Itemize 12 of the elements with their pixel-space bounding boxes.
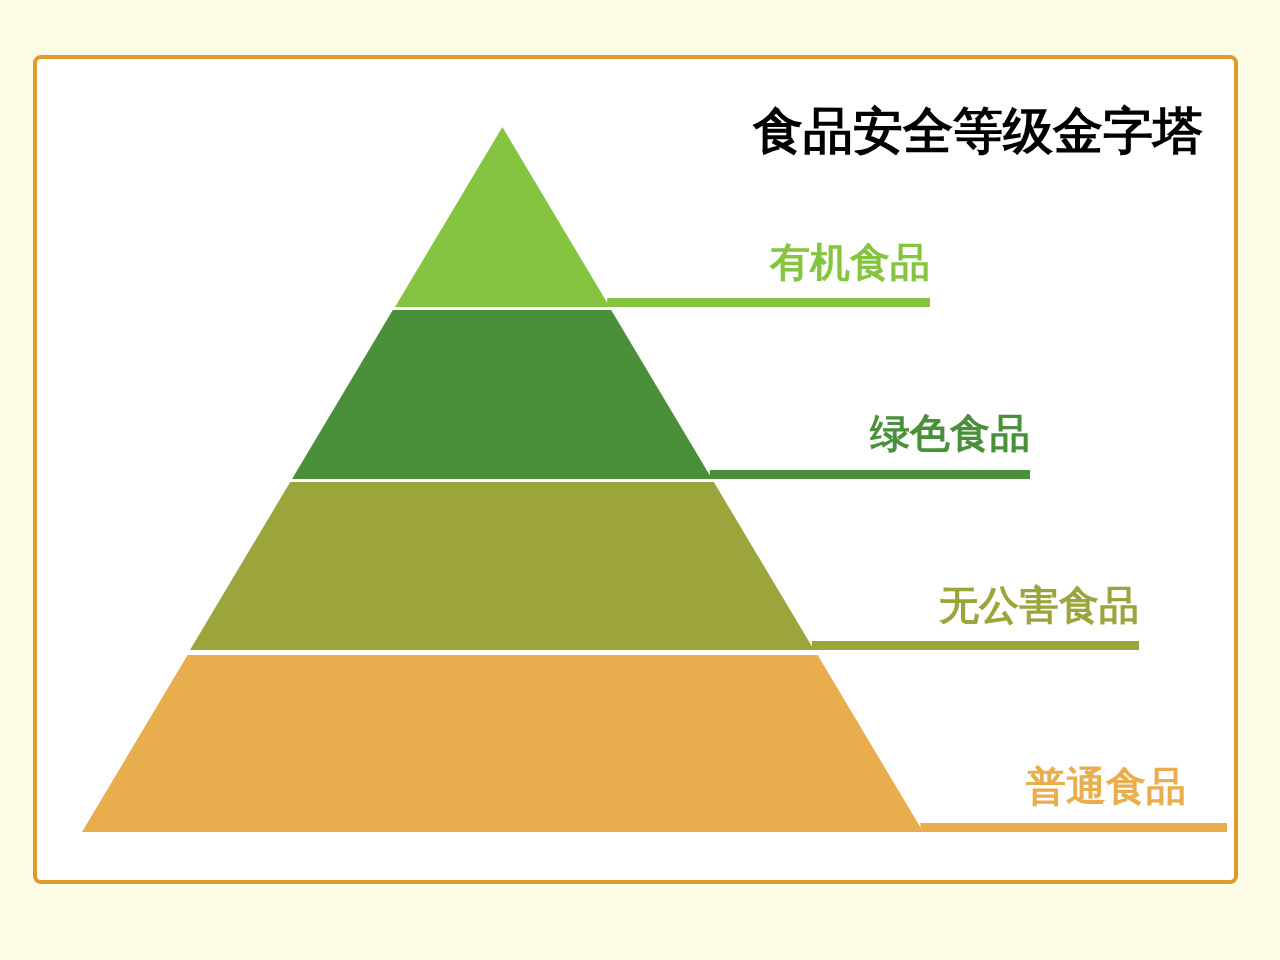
leader-line xyxy=(607,298,930,307)
pyramid-tier xyxy=(292,310,713,479)
tier-label: 有机食品 xyxy=(770,240,930,284)
leader-line xyxy=(709,470,1030,479)
tier-label: 无公害食品 xyxy=(939,583,1139,627)
diagram-title: 食品安全等级金字塔 xyxy=(753,103,1203,159)
leader-line xyxy=(811,641,1139,650)
pyramid-tier xyxy=(395,127,610,307)
leader-line xyxy=(920,823,1227,832)
tier-label: 绿色食品 xyxy=(870,411,1030,455)
pyramid-tier xyxy=(190,482,815,650)
tier-label: 普通食品 xyxy=(1026,764,1186,808)
